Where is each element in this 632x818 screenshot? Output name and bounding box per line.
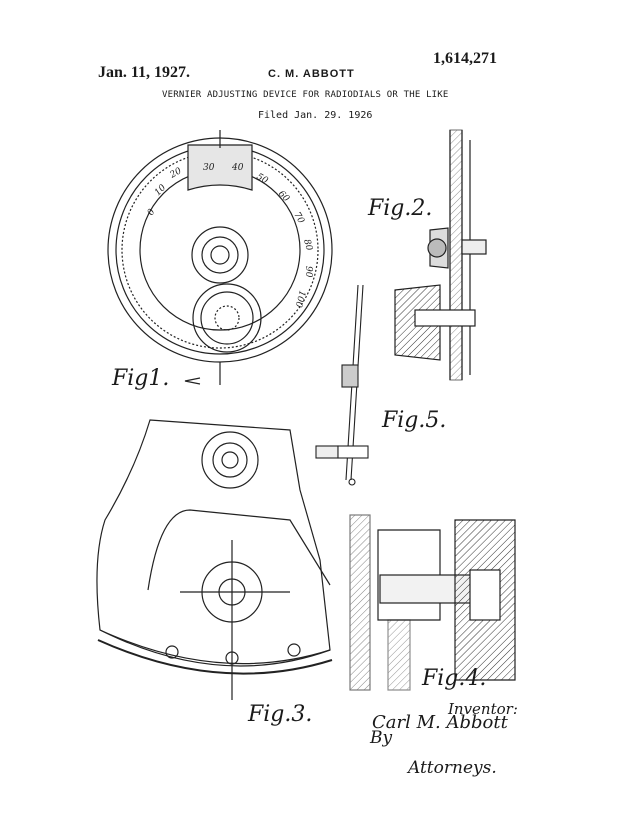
svg-text:10: 10 [153,183,168,198]
svg-text:70: 70 [291,211,306,226]
inventor-name: C. M. ABBOTT [268,68,355,80]
svg-text:100: 100 [293,289,307,308]
fig2-section-drawing [394,129,487,381]
svg-text:20: 20 [168,166,184,181]
filed-date: Filed Jan. 29. 1926 [258,110,373,121]
inventor-signature: Carl M. Abbott [372,712,508,733]
inventor-label: Inventor: [448,700,518,718]
by-label: By [370,728,393,748]
fig5-label: Fig.5. [382,408,447,433]
svg-text:40: 40 [231,163,244,173]
fig5-shaft-drawing [315,284,369,486]
fig1-label: Fig1. [112,366,170,391]
fig2-label: Fig.2. [368,196,433,221]
fig1-dial-drawing: 0 10 20 30 40 50 60 70 80 90 100 [107,130,333,385]
patent-title: VERNIER ADJUSTING DEVICE FOR RADIODIALS … [162,90,449,100]
svg-text:60: 60 [276,189,291,204]
svg-text:80: 80 [301,238,314,252]
svg-text:0: 0 [146,207,158,217]
fig4-section-drawing [349,514,516,691]
patent-number: 1,614,271 [433,50,497,67]
fig4-label: Fig.4. [422,666,487,691]
fig3-segment-drawing [96,419,333,700]
fig3-label: Fig.3. [248,702,313,727]
svg-text:90: 90 [303,266,313,278]
svg-text:30: 30 [203,163,215,173]
svg-text:50: 50 [255,172,270,187]
attorneys-label: Attorneys. [408,758,497,778]
patent-date: Jan. 11, 1927. [98,64,191,81]
